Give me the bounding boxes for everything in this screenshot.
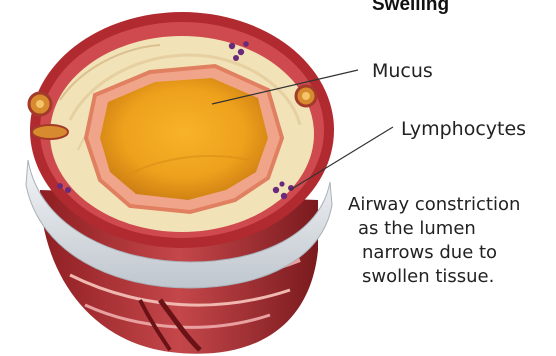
- description-line-3: narrows due to: [348, 241, 554, 265]
- label-lymphocytes: Lymphocytes: [401, 118, 526, 140]
- description-line-4: swollen tissue.: [348, 265, 554, 289]
- description-line-1: Airway constriction: [348, 193, 554, 217]
- title-swelling: Swelling: [372, 0, 449, 16]
- description-text: Airway constriction as the lumen narrows…: [348, 193, 554, 289]
- description-line-2: as the lumen: [348, 217, 554, 241]
- label-mucus: Mucus: [372, 60, 433, 82]
